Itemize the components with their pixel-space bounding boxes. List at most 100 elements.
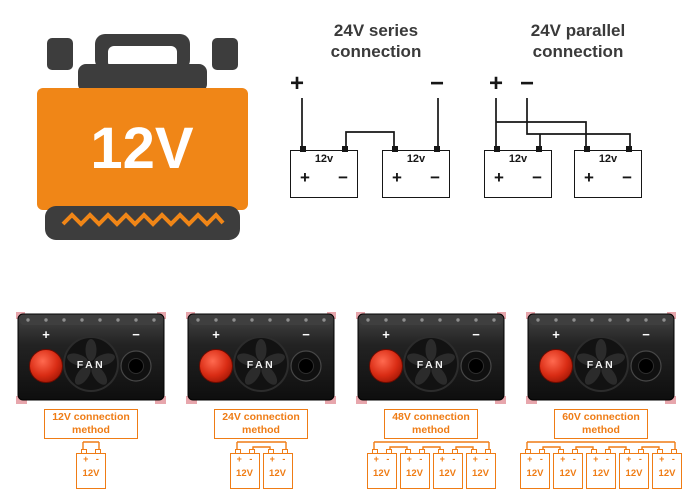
battery-box: + - 12V bbox=[366, 449, 397, 490]
battery-terminals-label: + - bbox=[83, 454, 99, 465]
inverter-unit: + − FAN bbox=[356, 312, 506, 404]
method-label-48v: 48V connection method bbox=[384, 409, 478, 440]
wiring-24v bbox=[236, 441, 287, 454]
battery-voltage-text: 12V bbox=[90, 116, 194, 181]
battery-voltage: 12V bbox=[625, 468, 643, 480]
minus-label: − bbox=[132, 327, 140, 342]
parallel-minus-terminal: − bbox=[520, 70, 535, 97]
battery-voltage: 12V bbox=[236, 468, 253, 480]
battery-box: + - 12V bbox=[262, 449, 293, 490]
negative-terminal-cap bbox=[128, 358, 144, 374]
minus-sign: − bbox=[622, 168, 632, 187]
terminal-dot bbox=[494, 146, 500, 152]
battery-terminals-label: + - bbox=[626, 454, 642, 465]
plus-sign: + bbox=[494, 168, 504, 187]
battery-box: + - 12V bbox=[399, 449, 430, 490]
battery-base bbox=[45, 206, 240, 240]
battery-terminal-nub bbox=[437, 449, 444, 455]
battery-terminal-nub bbox=[605, 449, 611, 455]
battery-terminals-label: + - bbox=[373, 454, 390, 465]
fan-icon: FAN bbox=[403, 336, 459, 392]
minus-sign: − bbox=[532, 168, 542, 187]
minus-label: − bbox=[472, 327, 480, 342]
battery-terminal-nub bbox=[371, 449, 378, 455]
battery-box: + - 12V bbox=[553, 449, 583, 490]
battery-terminals-label: + - bbox=[236, 454, 253, 465]
terminal-dot bbox=[434, 146, 440, 152]
battery-terminal-nub bbox=[484, 449, 491, 455]
battery-terminal-right bbox=[212, 38, 238, 70]
battery-voltage: 12V bbox=[439, 468, 456, 480]
battery-terminal-nub bbox=[281, 449, 288, 455]
method-label-12v: 12V connection method bbox=[44, 409, 138, 440]
screws bbox=[366, 318, 496, 322]
battery-terminal-nub bbox=[638, 449, 644, 455]
battery-row: + - 12V bbox=[12, 449, 170, 490]
inverter-unit: + − FAN bbox=[16, 312, 166, 404]
battery-terminals-label: + - bbox=[659, 454, 675, 465]
battery-voltage-label: 12v bbox=[406, 153, 426, 165]
battery-box: + - 12V bbox=[586, 449, 616, 490]
battery-graphic: 12V bbox=[37, 34, 248, 240]
battery-terminal-nub bbox=[404, 449, 411, 455]
battery-terminals-label: + - bbox=[560, 454, 576, 465]
battery-row: + - 12V + - 12V + - 12V + - 12V bbox=[352, 449, 510, 490]
battery-terminals-label: + - bbox=[439, 454, 456, 465]
battery-terminal-nub bbox=[525, 449, 531, 455]
battery-voltage: 12V bbox=[592, 468, 610, 480]
plus-sign: + bbox=[300, 168, 310, 187]
battery-terminal-nub bbox=[558, 449, 564, 455]
screws bbox=[536, 318, 666, 322]
method-label-24v: 24V connection method bbox=[214, 409, 308, 440]
negative-terminal-cap bbox=[468, 358, 484, 374]
plus-sign: + bbox=[392, 168, 402, 187]
series-connection-diagram: 24V series connection + − 12v + − 12v + … bbox=[286, 20, 466, 212]
battery-top-bar bbox=[78, 64, 207, 92]
fan-label: FAN bbox=[417, 359, 446, 371]
battery-box: + - 12V bbox=[520, 449, 550, 490]
battery-terminal-nub bbox=[81, 449, 87, 455]
battery-voltage: 12V bbox=[82, 468, 100, 480]
inverter-group-48v: + − FAN 48V connection method bbox=[352, 310, 510, 490]
battery-terminal-nub bbox=[267, 449, 274, 455]
screws bbox=[26, 318, 156, 322]
series-minus-terminal: − bbox=[430, 70, 445, 97]
battery-handle-hole bbox=[108, 46, 177, 68]
terminal-dot bbox=[342, 146, 348, 152]
battery-terminal-nub bbox=[451, 449, 458, 455]
battery-box: + - 12V bbox=[432, 449, 463, 490]
series-battery-1: 12v + − bbox=[290, 146, 358, 198]
battery-row: + - 12V + - 12V + - 12V + - 12V bbox=[520, 449, 682, 490]
battery-terminal-nub bbox=[671, 449, 677, 455]
inverter-top-strip bbox=[530, 315, 672, 325]
fan-label: FAN bbox=[247, 359, 276, 371]
series-plus-terminal: + bbox=[290, 70, 305, 97]
parallel-connection-diagram: 24V parallel connection + − 12v + − 12v … bbox=[482, 20, 674, 212]
battery-terminal-nub bbox=[385, 449, 392, 455]
battery-terminal-nub bbox=[248, 449, 255, 455]
battery-voltage: 12V bbox=[472, 468, 489, 480]
battery-voltage: 12V bbox=[406, 468, 423, 480]
fan-label: FAN bbox=[77, 359, 106, 371]
plus-label: + bbox=[42, 327, 50, 342]
terminal-dot bbox=[392, 146, 398, 152]
terminal-dot bbox=[536, 146, 542, 152]
parallel-battery-2: 12v + − bbox=[574, 146, 642, 198]
plus-label: + bbox=[212, 327, 220, 342]
series-title: 24V series connection bbox=[330, 21, 422, 62]
battery-voltage-label: 12v bbox=[314, 153, 334, 165]
inverter-top-strip bbox=[360, 315, 502, 325]
battery-box: + - 12V bbox=[619, 449, 649, 490]
plus-label: + bbox=[382, 327, 390, 342]
positive-terminal-knob bbox=[29, 349, 63, 383]
battery-terminal-nub bbox=[95, 449, 101, 455]
method-label-60v: 60V connection method bbox=[554, 409, 648, 440]
series-battery-2: 12v + − bbox=[382, 146, 450, 198]
screws bbox=[196, 318, 326, 322]
battery-body bbox=[37, 88, 248, 210]
battery-terminal-nub bbox=[539, 449, 545, 455]
battery-voltage: 12V bbox=[526, 468, 544, 480]
terminal-dot bbox=[626, 146, 632, 152]
plus-label: + bbox=[552, 327, 560, 342]
